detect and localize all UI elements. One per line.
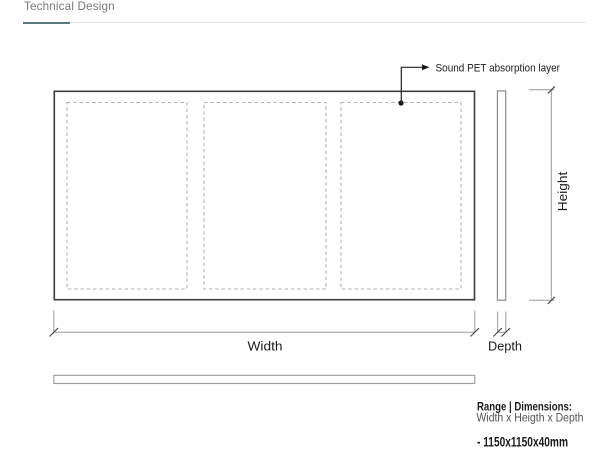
svg-text:Width x Heigth x Depth: Width x Heigth x Depth bbox=[477, 413, 584, 425]
svg-text:Depth: Depth bbox=[488, 340, 522, 354]
svg-text:Range | Dimensions:: Range | Dimensions: bbox=[477, 402, 572, 414]
svg-text:Height: Height bbox=[556, 171, 570, 211]
svg-text:Width: Width bbox=[248, 340, 283, 354]
svg-text:- 1150x1150x40mm: - 1150x1150x40mm bbox=[477, 435, 568, 450]
svg-text:Sound PET absorption layer: Sound PET absorption layer bbox=[436, 63, 561, 75]
